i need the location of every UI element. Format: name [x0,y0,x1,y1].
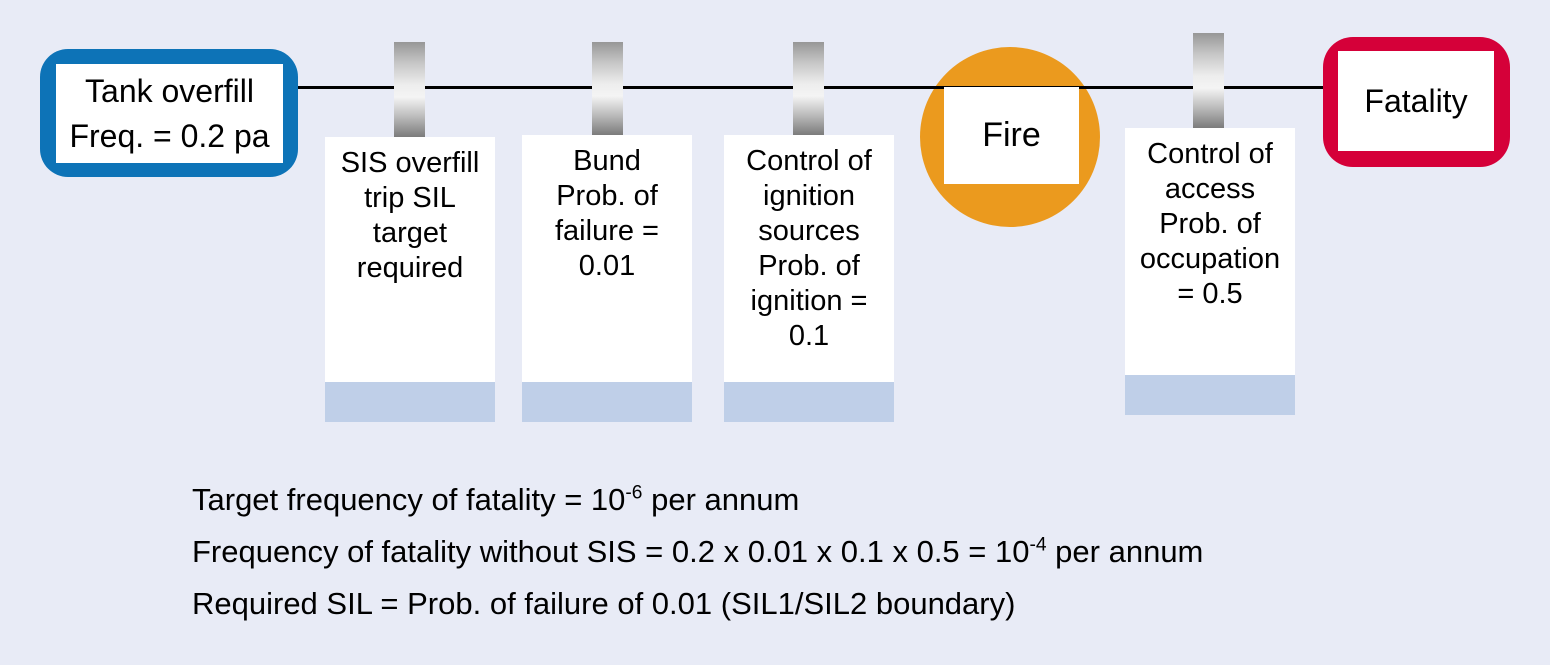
superscript: -4 [1029,534,1047,556]
hanger-clip-ignition [793,42,824,135]
initiating-event-label: Tank overfill Freq. = 0.2 pa [56,64,283,163]
hanger-clip-sis [394,42,425,137]
barrier-card-label: Control of ignition sources Prob. of ign… [746,145,872,352]
note-required-sil: Required SIL = Prob. of failure of 0.01 … [192,586,1016,621]
notes-block: Target frequency of fatality = 10-6 per … [192,474,1203,630]
barrier-card-strip [522,382,692,422]
hanger-clip-access [1193,33,1224,128]
barrier-card-access: Control of access Prob. of occupation = … [1125,128,1295,415]
barrier-card-label: Bund Prob. of failure = 0.01 [555,145,659,282]
fire-label: Fire [982,116,1041,154]
fire-label-box: Fire [944,87,1079,184]
barrier-card-strip [1125,375,1295,415]
barrier-card-bund: Bund Prob. of failure = 0.01 [522,135,692,422]
note-frequency-without-sis: Frequency of fatality without SIS = 0.2 … [192,534,1204,569]
barrier-card-sis: SIS overfill trip SIL target required [325,137,495,422]
hanger-clip-bund [592,42,623,135]
initiating-event-box: Tank overfill Freq. = 0.2 pa [40,49,298,177]
outcome-box: Fatality [1323,37,1510,167]
note-target-frequency: Target frequency of fatality = 10-6 per … [192,482,800,517]
barrier-card-ignition: Control of ignition sources Prob. of ign… [724,135,894,422]
barrier-card-label: Control of access Prob. of occupation = … [1139,138,1281,310]
barrier-card-strip [325,382,495,422]
barrier-card-label: SIS overfill trip SIL target required [340,147,480,284]
superscript: -6 [625,482,643,504]
outcome-label: Fatality [1338,51,1494,151]
barrier-card-strip [724,382,894,422]
